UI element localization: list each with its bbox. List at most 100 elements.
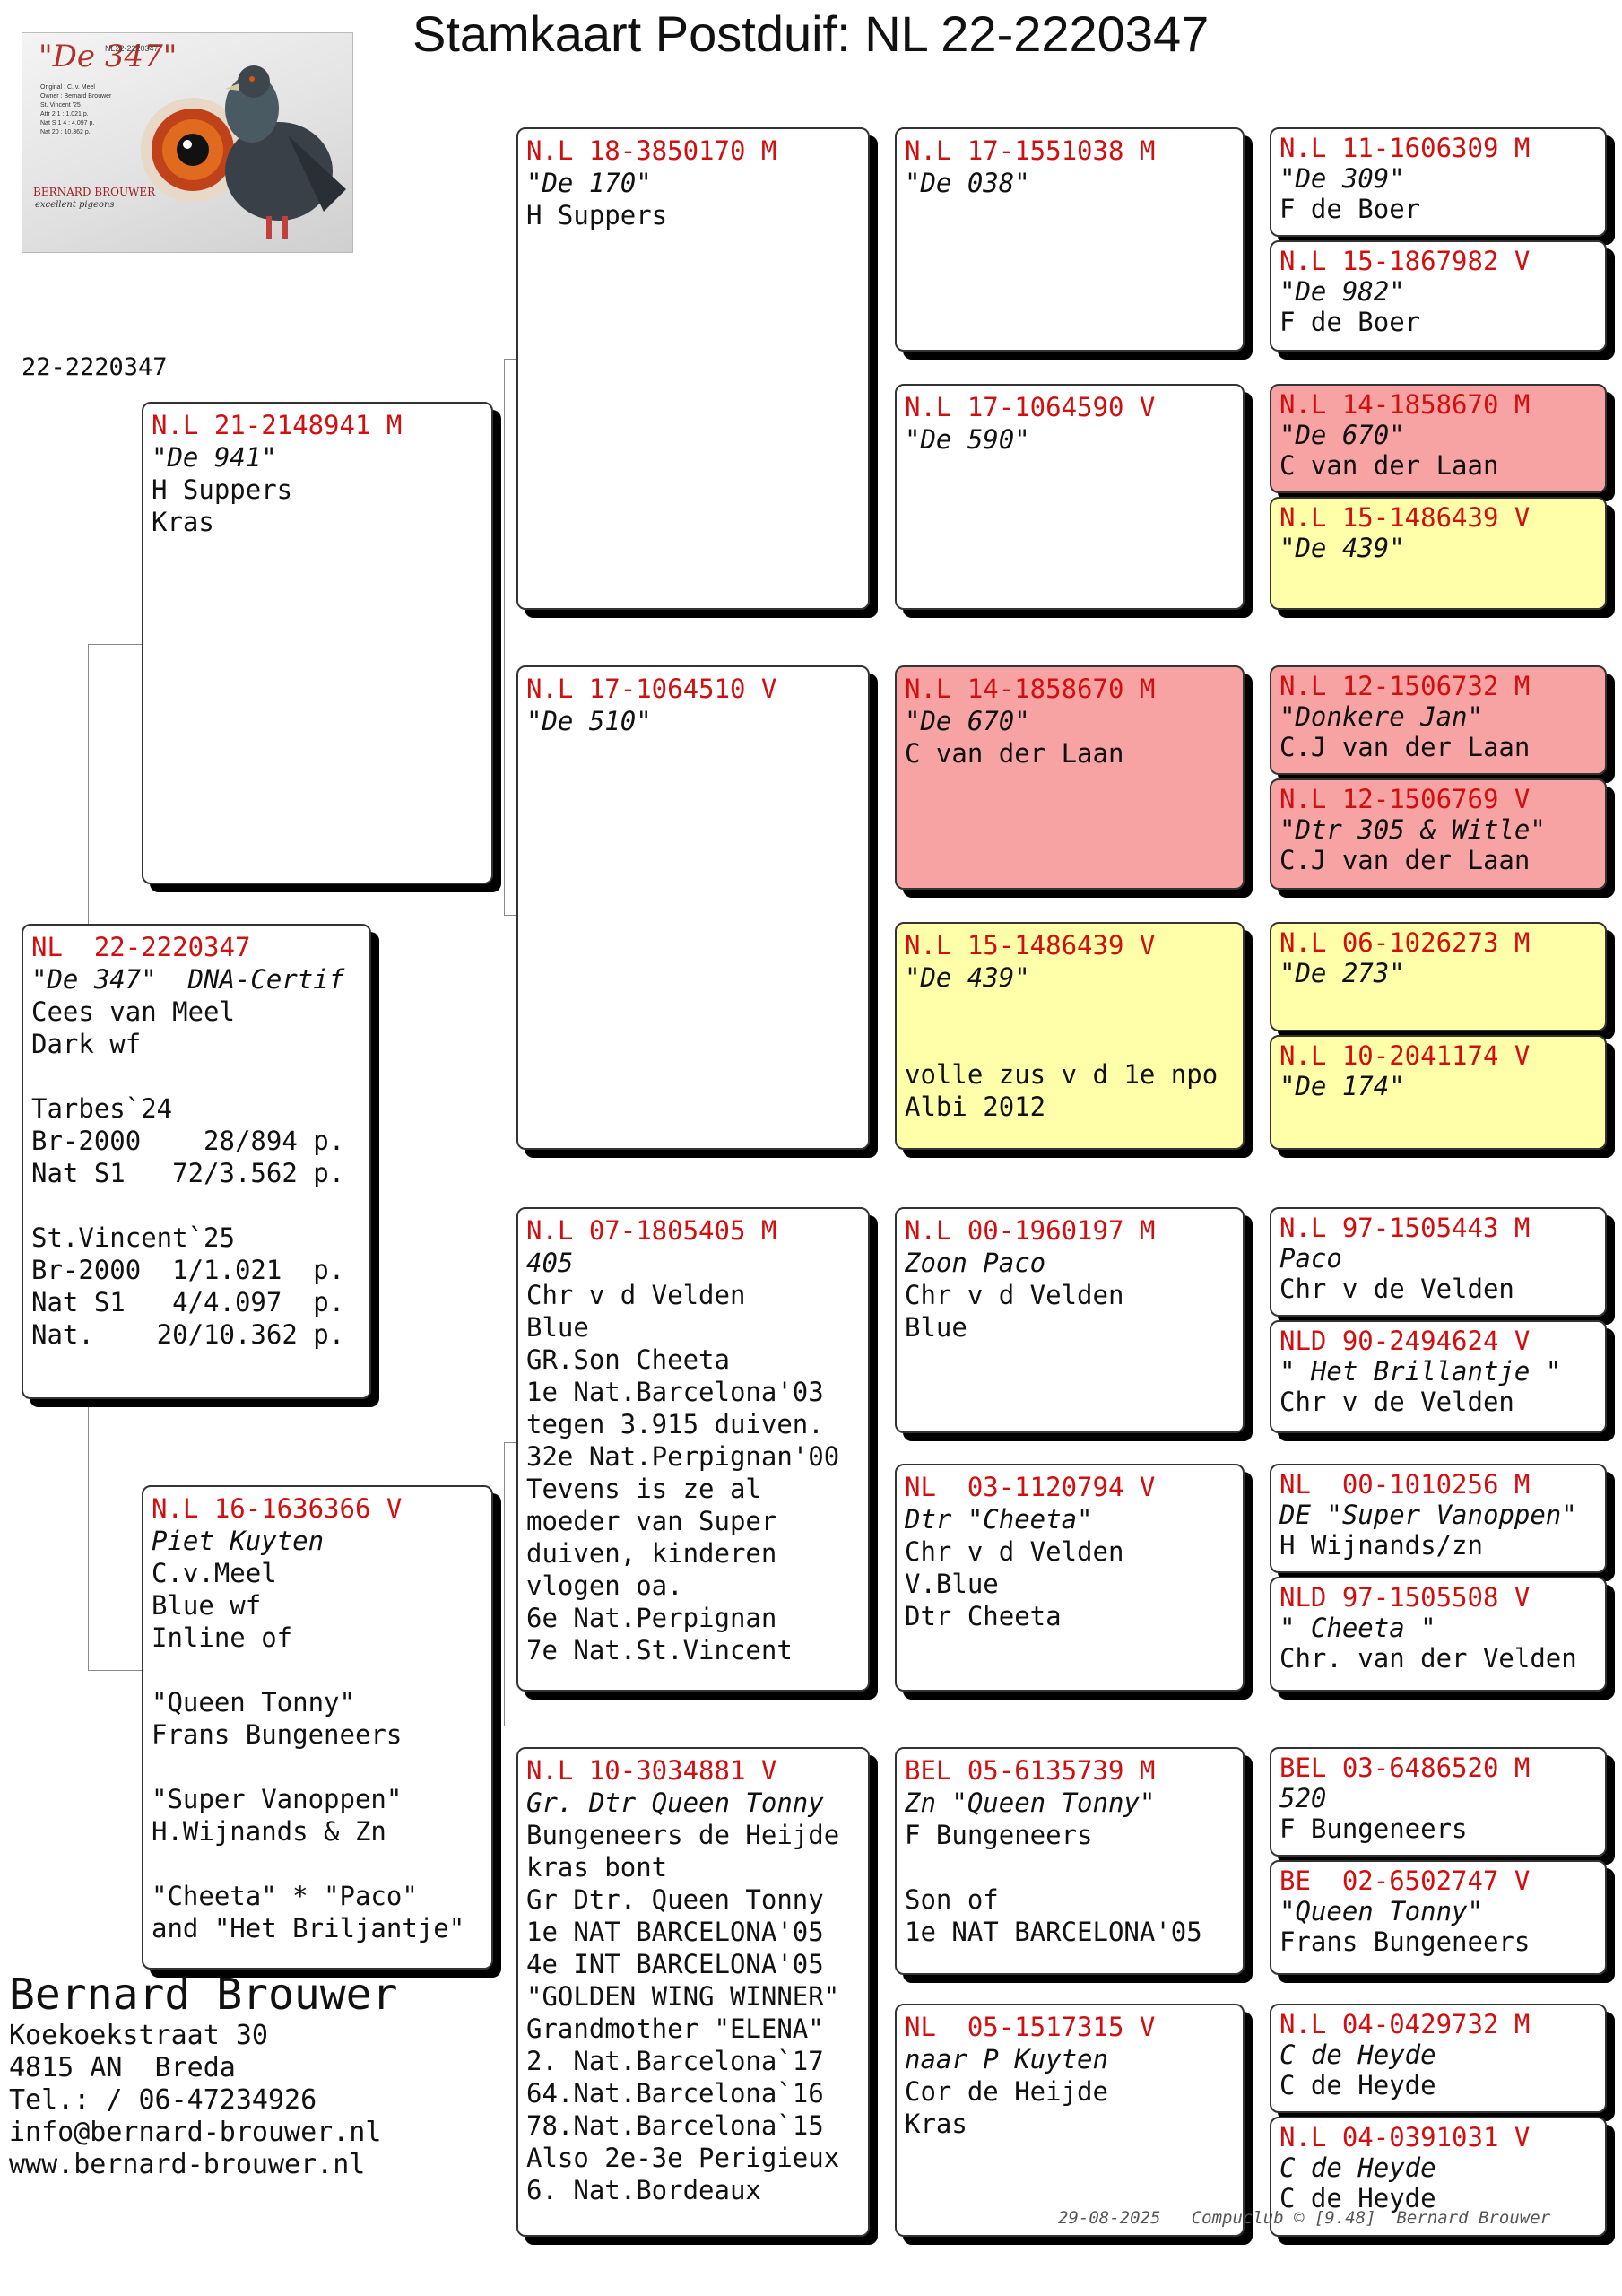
pigeon-photo: "De 347" NL22-2220347 Original : C. v. M… xyxy=(22,32,353,253)
pigeon-name: "De 941" xyxy=(152,442,277,473)
owner-name: Bernard Brouwer xyxy=(9,1970,398,2020)
breeder-name: F de Boer xyxy=(1279,307,1421,337)
ring-number: N.L 10-2041174 V xyxy=(1279,1040,1531,1071)
address-website[interactable]: www.bernard-brouwer.nl xyxy=(9,2149,366,2180)
great-grandparent-card[interactable]: N.L 17-1551038 M "De 038" xyxy=(895,127,1245,352)
address-street: Koekoekstraat 30 xyxy=(9,2020,268,2051)
pigeon-name: Gr. Dtr Queen Tonny xyxy=(526,1787,824,1818)
detail-line: Blue xyxy=(526,1312,589,1343)
photo-info-line: Nat 20 : 10.362 p. xyxy=(40,129,91,135)
pigeon-name: Zn "Queen Tonny" xyxy=(905,1787,1156,1818)
detail-line: duiven, kinderen xyxy=(526,1538,777,1569)
great-great-grandparent-card[interactable]: N.L 12-1506769 V "Dtr 305 & Witle" C.J v… xyxy=(1270,778,1607,890)
detail-line: kras bont xyxy=(526,1852,668,1883)
ring-number: NLD 97-1505508 V xyxy=(1279,1582,1531,1613)
detail-line: H.Wijnands & Zn xyxy=(152,1816,386,1847)
ring-number-label: 22-2220347 xyxy=(22,353,168,381)
great-great-grandparent-card[interactable]: N.L 06-1026273 M "De 273" xyxy=(1270,922,1607,1031)
detail-line: Blue wf xyxy=(152,1590,262,1621)
detail-line: Tevens is ze al xyxy=(526,1474,761,1504)
detail-line: Br-2000 1/1.021 p. xyxy=(31,1255,345,1285)
pigeon-name: Zoon Paco xyxy=(905,1248,1046,1278)
pigeon-name: Paco xyxy=(1279,1243,1342,1274)
footer-text: 29-08-2025 Compuclub © [9.48] Bernard Br… xyxy=(1058,2208,1551,2228)
breeder-name: C.J van der Laan xyxy=(1279,732,1531,762)
ring-number: N.L 21-2148941 M xyxy=(152,410,403,440)
paternal-grandmother-card[interactable]: N.L 17-1064510 V "De 510" xyxy=(516,665,870,1150)
ring-number: N.L 04-0391031 V xyxy=(1279,2122,1531,2152)
detail-line: moeder van Super xyxy=(526,1506,777,1536)
ring-number: N.L 10-3034881 V xyxy=(526,1755,777,1786)
detail-line: Nat. 20/10.362 p. xyxy=(31,1319,345,1350)
breeder-name: Chr v d Velden xyxy=(905,1280,1124,1310)
great-great-grandparent-card[interactable]: BEL 03-6486520 M 520 F Bungeneers xyxy=(1270,1747,1607,1857)
breeder-name: Chr. van der Velden xyxy=(1279,1643,1577,1674)
great-grandparent-card[interactable]: N.L 15-1486439 V "De 439" volle zus v d … xyxy=(895,922,1245,1150)
paternal-grandfather-card[interactable]: N.L 18-3850170 M "De 170" H Suppers xyxy=(516,127,870,610)
great-great-grandparent-card[interactable]: N.L 04-0429732 M C de Heyde C de Heyde xyxy=(1270,2004,1607,2113)
breeder-name: H Wijnands/zn xyxy=(1279,1530,1483,1561)
detail-line: 1e NAT BARCELONA'05 xyxy=(905,1917,1202,1947)
detail-line: 4e INT BARCELONA'05 xyxy=(526,1949,824,1979)
pigeon-name: "De 170" xyxy=(526,168,652,198)
detail-line: Dark wf xyxy=(31,1029,142,1059)
ring-number: N.L 18-3850170 M xyxy=(526,135,777,166)
great-great-grandparent-card[interactable]: NLD 97-1505508 V " Cheeta " Chr. van der… xyxy=(1270,1577,1607,1692)
detail-line: 64.Nat.Barcelona`16 xyxy=(526,2078,824,2109)
great-great-grandparent-card[interactable]: N.L 14-1858670 M "De 670" C van der Laan xyxy=(1270,384,1607,493)
great-great-grandparent-card[interactable]: NL 00-1010256 M DE "Super Vanoppen" H Wi… xyxy=(1270,1464,1607,1573)
ring-number: N.L 12-1506732 M xyxy=(1279,671,1531,701)
father-card[interactable]: N.L 21-2148941 M "De 941" H Suppers Kras xyxy=(142,402,493,884)
great-grandparent-card[interactable]: NL 05-1517315 V naar P Kuyten Cor de Hei… xyxy=(895,2004,1245,2237)
connector-line xyxy=(1248,430,1249,538)
address-email[interactable]: info@bernard-brouwer.nl xyxy=(9,2117,382,2148)
detail-line xyxy=(905,1851,1235,1883)
great-great-grandparent-card[interactable]: N.L 10-2041174 V "De 174" xyxy=(1270,1035,1607,1150)
subject-pigeon-card[interactable]: NL 22-2220347 "De 347" DNA-Certif Cees v… xyxy=(22,924,371,1399)
great-great-grandparent-card[interactable]: N.L 97-1505443 M Paco Chr v de Velden xyxy=(1270,1207,1607,1317)
pigeon-name: C de Heyde xyxy=(1279,2152,1436,2183)
photo-info: Original : C. v. Meel Owner : Bernard Br… xyxy=(40,83,139,137)
detail-line: St.Vincent`25 xyxy=(31,1222,235,1253)
mother-card[interactable]: N.L 16-1636366 V Piet Kuyten C.v.Meel Bl… xyxy=(142,1485,493,1970)
great-grandparent-card[interactable]: BEL 05-6135739 M Zn "Queen Tonny" F Bung… xyxy=(895,1747,1245,1975)
breeder-name: C.v.Meel xyxy=(152,1558,277,1588)
pigeon-name: DE "Super Vanoppen" xyxy=(1279,1500,1577,1530)
great-great-grandparent-card[interactable]: N.L 15-1486439 V "De 439" xyxy=(1270,497,1607,610)
maternal-grandmother-card[interactable]: N.L 10-3034881 V Gr. Dtr Queen Tonny Bun… xyxy=(516,1747,870,2237)
detail-line xyxy=(152,1654,483,1686)
great-great-grandparent-card[interactable]: BE 02-6502747 V "Queen Tonny" Frans Bung… xyxy=(1270,1860,1607,1975)
pigeon-name: 520 xyxy=(1279,1783,1327,1813)
detail-line: Dtr Cheeta xyxy=(905,1601,1062,1631)
breeder-name: Chr v de Velden xyxy=(1279,1274,1514,1304)
pigeon-name: " Cheeta " xyxy=(1279,1613,1436,1643)
detail-line: 1e Nat.Barcelona'03 xyxy=(526,1377,824,1407)
great-grandparent-card[interactable]: N.L 00-1960197 M Zoon Paco Chr v d Velde… xyxy=(895,1207,1245,1433)
detail-line: GR.Son Cheeta xyxy=(526,1344,730,1375)
detail-line: "Super Vanoppen" xyxy=(152,1784,403,1814)
pigeon-name: "De 174" xyxy=(1279,1071,1405,1101)
great-great-grandparent-card[interactable]: NLD 90-2494624 V " Het Brillantje " Chr … xyxy=(1270,1320,1607,1433)
great-grandparent-card[interactable]: N.L 17-1064590 V "De 590" xyxy=(895,384,1245,610)
detail-line: Gr Dtr. Queen Tonny xyxy=(526,1884,824,1915)
great-grandparent-card[interactable]: N.L 14-1858670 M "De 670" C van der Laan xyxy=(895,665,1245,890)
detail-line: and "Het Briljantje" xyxy=(152,1913,465,1944)
pigeon-name: "De 510" xyxy=(526,706,652,736)
connector-line xyxy=(1248,175,1249,283)
detail-line: Also 2e-3e Perigieux xyxy=(526,2143,840,2173)
detail-line: "GOLDEN WING WINNER" xyxy=(526,1981,840,2012)
breeder-name: H Suppers xyxy=(152,474,293,505)
maternal-grandfather-card[interactable]: N.L 07-1805405 M 405 Chr v d Velden Blue… xyxy=(516,1207,870,1692)
ring-number: N.L 07-1805405 M xyxy=(526,1215,777,1246)
great-great-grandparent-card[interactable]: N.L 12-1506732 M "Donkere Jan" C.J van d… xyxy=(1270,665,1607,775)
ring-number: N.L 14-1858670 M xyxy=(905,674,1156,704)
pigeon-name: "De 670" xyxy=(1279,420,1405,450)
great-grandparent-card[interactable]: NL 03-1120794 V Dtr "Cheeta" Chr v d Vel… xyxy=(895,1464,1245,1692)
great-great-grandparent-card[interactable]: N.L 15-1867982 V "De 982" F de Boer xyxy=(1270,240,1607,352)
pigeon-name: "De 982" xyxy=(1279,276,1405,307)
pigeon-name: "Queen Tonny" xyxy=(1279,1896,1483,1926)
great-great-grandparent-card[interactable]: N.L 11-1606309 M "De 309" F de Boer xyxy=(1270,127,1607,237)
breeder-name: H Suppers xyxy=(526,200,668,230)
great-great-grandparent-card[interactable]: N.L 04-0391031 V C de Heyde C de Heyde xyxy=(1270,2117,1607,2237)
detail-line: Grandmother "ELENA" xyxy=(526,2013,824,2044)
